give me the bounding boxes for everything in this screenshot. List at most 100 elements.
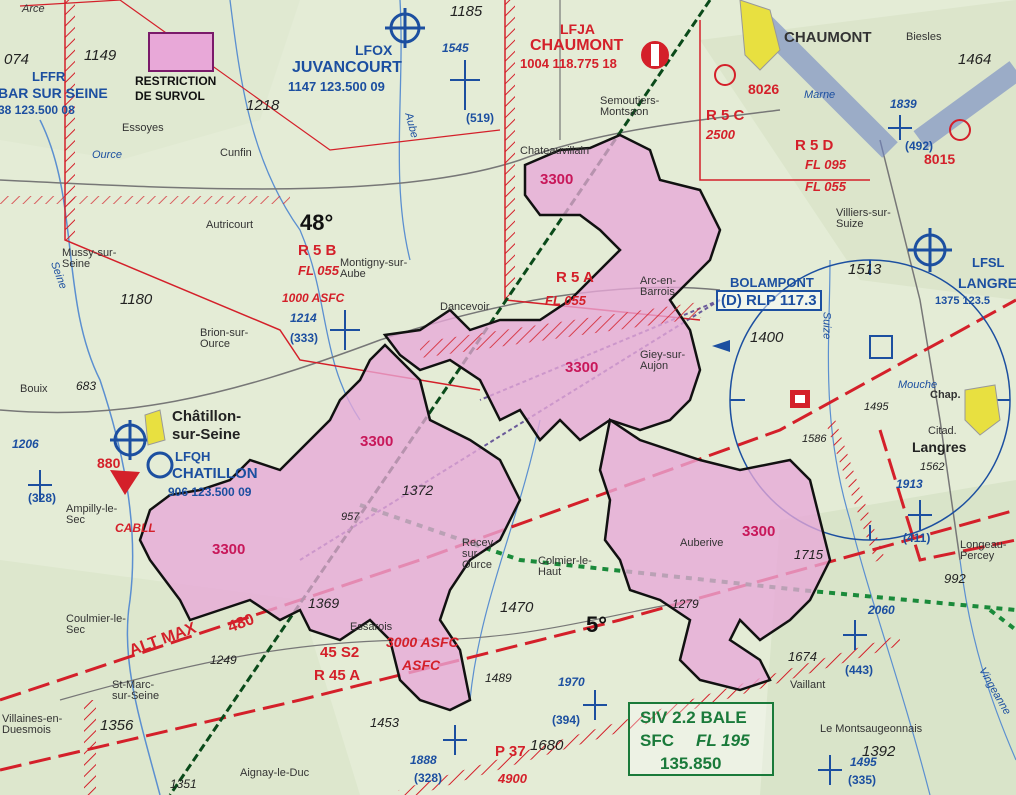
- elevation-label: 1372: [402, 482, 434, 498]
- siv-box: [628, 702, 774, 776]
- obstacle-label: 1206: [12, 437, 39, 451]
- lffr-info: 38 123.500 08: [0, 103, 75, 117]
- lfja-info: 1004 118.775 18: [520, 56, 617, 71]
- town-label: Longeau-Percey: [960, 539, 1007, 562]
- town-label: Arc-en-Barrois: [640, 275, 677, 298]
- lfqh-info: 906 123.500 09: [168, 485, 252, 499]
- elevation-label: 1218: [246, 97, 280, 114]
- elevation-label: 074: [4, 51, 30, 68]
- elevation-label: 683: [76, 379, 97, 393]
- obstacle-label: 1970: [558, 675, 585, 689]
- zone-r45a-alt: ASFC: [402, 657, 441, 673]
- elevation-label: 1279: [672, 597, 699, 611]
- obstacle-label: 1839: [890, 97, 917, 111]
- elevation-label: 957: [341, 511, 360, 523]
- lfsl-name: LANGRES: [958, 275, 1016, 291]
- lfja-code: LFJA: [560, 21, 595, 37]
- town-label: Semoutiers-Montsaon: [600, 95, 660, 118]
- airfield-lfja-icon: [641, 41, 669, 69]
- zone-r5a-name: R 5 A: [556, 269, 594, 286]
- town-label: Arce: [22, 3, 45, 15]
- label-8015: 8015: [924, 151, 956, 167]
- elevation-label: 1453: [370, 715, 399, 730]
- town-label: Montigny-sur-Aube: [340, 257, 408, 280]
- town-label: Autricourt: [206, 219, 254, 231]
- river-label: Suize: [820, 311, 833, 340]
- label-8026: 8026: [748, 81, 780, 97]
- label-1185: 1185: [450, 3, 483, 20]
- elevation-label: 1464: [958, 51, 992, 68]
- obstacle-label: (411): [903, 531, 931, 545]
- elevation-label: 1470: [500, 599, 534, 616]
- zone-p37-alt: 4900: [498, 771, 527, 786]
- town-label: Ampilly-le-Sec: [66, 503, 118, 526]
- wind-turbines: [28, 60, 932, 785]
- town-label: Châtillon-sur-Seine: [172, 408, 242, 443]
- obstacle-label: (519): [466, 111, 495, 125]
- zone-r5d-alt: FL 095: [805, 157, 846, 172]
- chaumont-city-label: CHAUMONT: [784, 29, 872, 46]
- town-label: Citad.: [928, 425, 957, 437]
- lfsl-code: LFSL: [972, 255, 1005, 270]
- restriction-alt: 3300: [540, 171, 574, 188]
- zone-r5c-name: R 5 C: [706, 107, 745, 124]
- airfield-lfsl-icon: [908, 228, 952, 272]
- town-label: Recey-sur-Ource: [462, 537, 497, 571]
- zone-r5d-name: R 5 D: [795, 137, 834, 154]
- zone-r45a-name: R 45 A: [314, 667, 361, 684]
- elevation-label: 1715: [794, 547, 823, 562]
- town-label: Villiers-sur-Suize: [836, 207, 891, 230]
- obstacle-label: 1214: [290, 311, 317, 325]
- zone-r5a-alt: FL 055: [545, 293, 586, 308]
- town-label: Villaines-en-Duesmois: [2, 713, 63, 736]
- elevation-label: 1249: [210, 653, 237, 667]
- legend-swatch: [148, 32, 214, 72]
- town-label: Chap.: [930, 389, 961, 401]
- siv-lower: SFC: [640, 731, 674, 750]
- town-label: Mussy-sur-Seine: [62, 247, 117, 270]
- town-label: Brion-sur-Ource: [200, 327, 249, 350]
- town-label: Chateauvillain: [520, 145, 590, 157]
- lfsl-info: 1375 123.5: [935, 295, 991, 307]
- zone-r5b-lower: 1000 ASFC: [282, 291, 345, 305]
- obstacle-880-icon: [110, 470, 140, 495]
- airfield-lfox-icon: [385, 8, 425, 48]
- lfox-name: JUVANCOURT: [292, 59, 402, 76]
- obstacle-880-label: 880: [97, 455, 121, 471]
- lfqh-code: LFQH: [175, 449, 211, 464]
- elevation-label: 1586: [802, 433, 827, 445]
- obstacle-label: (335): [848, 773, 877, 787]
- zone-p37-name: P 37: [495, 743, 526, 760]
- town-label: Colmier-le-Haut: [538, 555, 592, 578]
- zone-r5b-alt: FL 055: [298, 263, 339, 278]
- zone-r5c-alt: 2500: [706, 127, 735, 142]
- obstacle-label: (443): [845, 663, 874, 677]
- elevation-label: 1180: [120, 291, 153, 308]
- siv-upper: FL 195: [696, 731, 750, 750]
- obstacle-label: 1888: [410, 753, 437, 767]
- river-label: Ource: [92, 149, 122, 161]
- zone-r45s2-alt: 3000 ASFC: [386, 634, 459, 650]
- obstacle-label: (492): [905, 139, 934, 153]
- cabll-label: CABLL: [115, 521, 156, 535]
- elevation-label: 1351: [170, 777, 197, 791]
- legend-label: RESTRICTION DE SURVOL: [135, 74, 216, 104]
- town-label: Biesles: [906, 31, 942, 43]
- vor-name: BOLAMPONT: [730, 275, 814, 290]
- elevation-label: 992: [944, 571, 966, 586]
- siv-freq: 135.850: [660, 754, 722, 773]
- lffr-code: LFFR: [32, 69, 66, 84]
- elevation-label: 1674: [788, 649, 817, 664]
- river-label: Marne: [804, 89, 836, 101]
- lfqh-name: CHATILLON: [172, 465, 258, 482]
- airfield-lfqh-icon: [110, 420, 174, 479]
- restriction-alt: 3300: [360, 433, 394, 450]
- town-label: Bouix: [20, 383, 48, 395]
- restriction-alt: 3300: [212, 541, 246, 558]
- lfox-info: 1147 123.500 09: [288, 79, 385, 94]
- town-label: Cunfin: [220, 147, 252, 159]
- obstacle-label: (328): [414, 771, 443, 785]
- town-label: Essoyes: [122, 122, 164, 134]
